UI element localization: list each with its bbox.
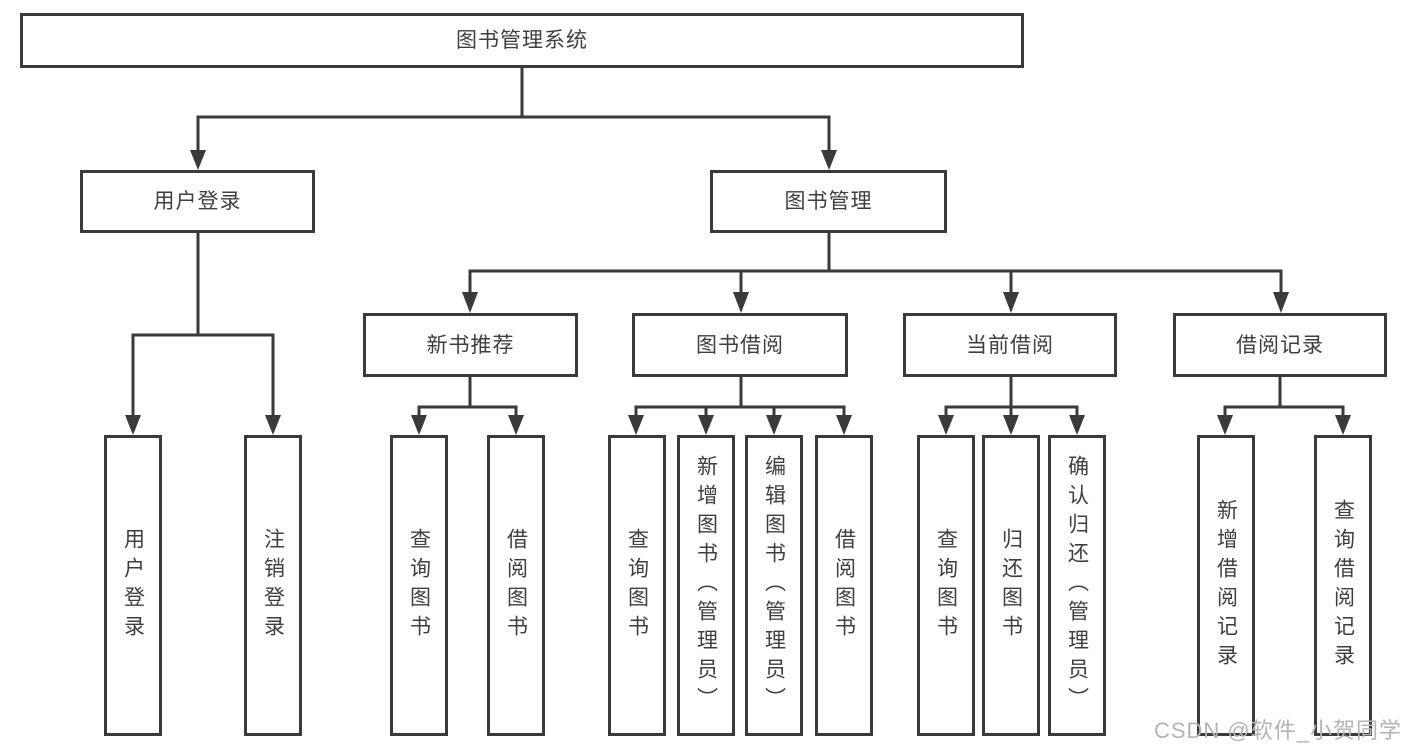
node-leaf-query-book-3: 查询图书	[917, 435, 975, 736]
node-label: 借阅记录	[1236, 333, 1324, 357]
node-label: 编辑图书（管理员）	[762, 455, 786, 716]
node-leaf-add-borrow-record: 新增借阅记录	[1197, 435, 1255, 736]
node-leaf-borrow-book-1: 借阅图书	[487, 435, 545, 736]
node-leaf-add-book-admin: 新增图书（管理员）	[677, 435, 735, 736]
node-root-label: 图书管理系统	[456, 29, 588, 52]
node-book-borrow: 图书借阅	[632, 313, 848, 377]
node-label: 当前借阅	[966, 333, 1054, 357]
node-borrow-records: 借阅记录	[1173, 313, 1387, 377]
node-label: 用户登录	[153, 190, 242, 213]
connector-book-mgmt-to-level3	[462, 233, 1289, 313]
node-label: 图书管理	[784, 190, 873, 213]
connector-user-login-to-leaves	[125, 233, 281, 435]
node-leaf-confirm-return-admin: 确认归还（管理员）	[1048, 435, 1106, 736]
node-root-system: 图书管理系统	[20, 13, 1024, 68]
node-leaf-edit-book-admin: 编辑图书（管理员）	[745, 435, 803, 736]
node-label: 借阅图书	[832, 527, 856, 644]
connector-new-book-to-leaves	[411, 377, 524, 435]
node-label: 新增借阅记录	[1214, 498, 1238, 673]
node-label: 归还图书	[999, 527, 1023, 644]
connector-current-borrow-to-leaves	[938, 377, 1085, 435]
node-book-management: 图书管理	[710, 170, 947, 233]
connector-root-to-level2	[190, 68, 837, 170]
connector-borrow-records-to-leaves	[1217, 377, 1351, 435]
node-label: 查询图书	[934, 527, 958, 644]
node-label: 图书借阅	[696, 333, 784, 357]
node-label: 注销登录	[261, 527, 285, 644]
node-leaf-user-login: 用户登录	[104, 435, 162, 736]
node-label: 新增图书（管理员）	[694, 455, 718, 716]
node-label: 查询图书	[407, 527, 431, 644]
connector-book-borrow-to-leaves	[628, 377, 852, 435]
node-user-login: 用户登录	[80, 170, 315, 233]
node-leaf-return-book: 归还图书	[982, 435, 1040, 736]
node-new-book-recommend: 新书推荐	[363, 313, 578, 377]
node-current-borrow: 当前借阅	[903, 313, 1117, 377]
node-label: 查询图书	[625, 527, 649, 644]
node-leaf-query-borrow-record: 查询借阅记录	[1314, 435, 1372, 736]
node-label: 查询借阅记录	[1331, 498, 1355, 673]
node-label: 用户登录	[121, 527, 145, 644]
node-leaf-logout: 注销登录	[244, 435, 302, 736]
node-label: 确认归还（管理员）	[1065, 455, 1089, 716]
node-label: 新书推荐	[426, 333, 515, 357]
node-label: 借阅图书	[504, 527, 528, 644]
node-leaf-borrow-book-2: 借阅图书	[815, 435, 873, 736]
node-leaf-query-book-2: 查询图书	[608, 435, 666, 736]
node-leaf-query-book-1: 查询图书	[390, 435, 448, 736]
